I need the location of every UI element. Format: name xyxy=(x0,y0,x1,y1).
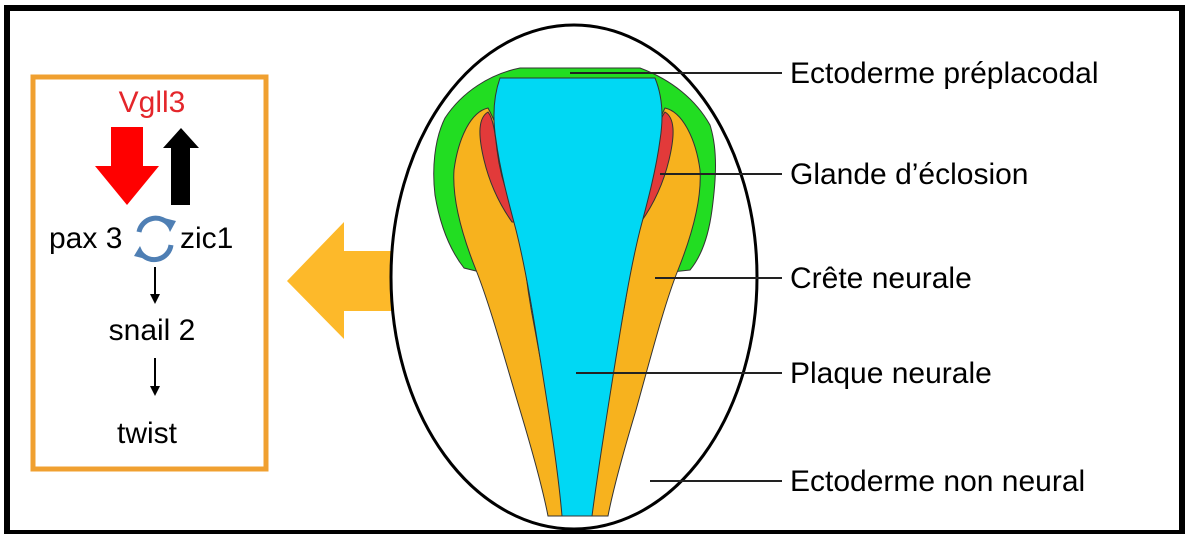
zic1-label: zic1 xyxy=(180,222,233,255)
label-preplacodal-ectoderm: Ectoderme préplacodal xyxy=(790,57,1099,90)
twist-label: twist xyxy=(117,417,178,450)
pathway-box xyxy=(33,77,266,469)
label-hatching-gland: Glande d’éclosion xyxy=(790,158,1029,191)
label-non-neural-ectoderm: Ectoderme non neural xyxy=(790,465,1085,498)
pax3-label: pax 3 xyxy=(49,222,122,255)
label-neural-crest: Crête neurale xyxy=(790,262,972,295)
snail2-label: snail 2 xyxy=(109,314,196,347)
vgll3-label: Vgll3 xyxy=(119,86,186,119)
label-neural-plate: Plaque neurale xyxy=(790,357,992,390)
